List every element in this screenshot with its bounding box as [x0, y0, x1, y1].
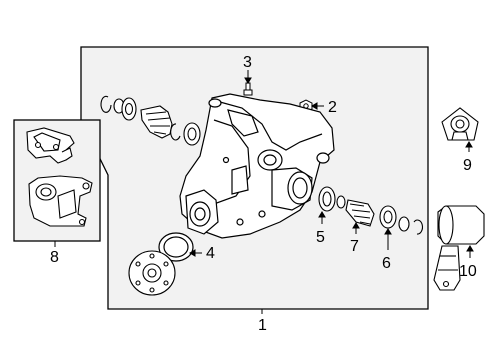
callout-5: 5: [316, 229, 325, 246]
mount-bushing-part-10: [433, 205, 485, 291]
seal-ring-part-4: [158, 232, 194, 262]
callout-2: 2: [328, 99, 337, 116]
leader-lines: [54, 70, 474, 314]
callout-10: 10: [459, 263, 477, 280]
drive-flange: [128, 250, 176, 296]
callout-4: 4: [206, 245, 215, 262]
seal-part-5: [318, 186, 336, 212]
callout-8: 8: [50, 249, 59, 266]
differential-housing: [179, 93, 335, 239]
mount-bushing-part-9: [441, 107, 479, 141]
seal-part-6: [379, 205, 423, 235]
callout-3: 3: [243, 54, 252, 71]
upper-mount-bracket: [26, 127, 75, 164]
callout-9: 9: [463, 157, 472, 174]
callout-7: 7: [350, 238, 359, 255]
callout-6: 6: [382, 255, 391, 272]
lower-mount: [28, 175, 93, 227]
left-axle-seals: [100, 95, 137, 121]
callout-1: 1: [258, 317, 267, 334]
right-axle-shaft-part-7: [336, 195, 375, 227]
left-axle-shaft: [140, 105, 201, 146]
